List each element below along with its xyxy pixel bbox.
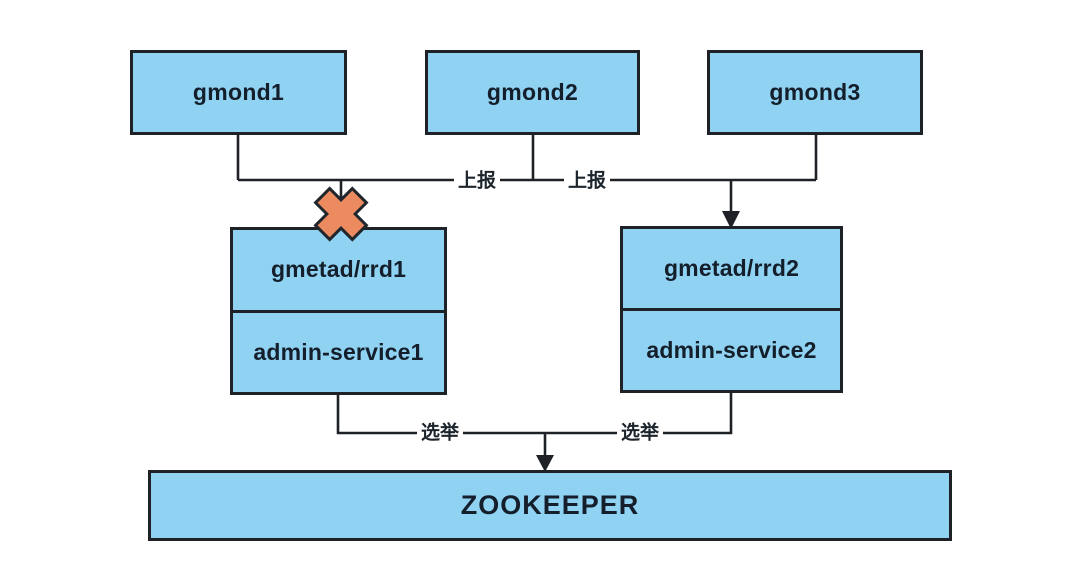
- node-admin-service1: admin-service1: [233, 309, 444, 393]
- node-admin-service2-label: admin-service2: [646, 337, 817, 363]
- edge-admin1-electbus: [336, 395, 545, 435]
- node-gmetad-rrd2-label: gmetad/rrd2: [663, 255, 800, 281]
- node-gmond2: gmond2: [425, 50, 640, 135]
- arrowhead-to-zookeeper: [536, 455, 554, 472]
- node-zookeeper-label: ZOOKEEPER: [460, 490, 640, 520]
- node-gmond3: gmond3: [707, 50, 923, 135]
- node-gmond1-label: gmond1: [192, 79, 285, 105]
- node-admin-service1-label: admin-service1: [253, 338, 424, 365]
- node-gmond1: gmond1: [130, 50, 347, 135]
- node-gmetad-rrd1-label: gmetad/rrd1: [270, 256, 407, 283]
- node-gmond3-label: gmond3: [769, 79, 861, 105]
- edge-label-report-left: 上报: [453, 169, 501, 193]
- edge-admin2-electbus: [545, 393, 733, 435]
- node-gmetad1-stack: gmetad/rrd1 admin-service1: [230, 227, 447, 395]
- edge-label-elect-left: 选举: [416, 421, 464, 445]
- node-admin-service2: admin-service2: [623, 308, 840, 390]
- node-gmetad2-stack: gmetad/rrd2 admin-service2: [620, 226, 843, 393]
- node-zookeeper: ZOOKEEPER: [148, 470, 952, 541]
- node-gmetad-rrd1: gmetad/rrd1: [233, 230, 444, 310]
- node-gmond2-label: gmond2: [486, 79, 579, 105]
- node-gmetad-rrd2: gmetad/rrd2: [623, 229, 840, 308]
- edge-label-report-right: 上报: [563, 169, 611, 193]
- failure-x-mark-icon: [313, 186, 369, 242]
- edge-label-elect-right: 选举: [616, 421, 664, 445]
- arrowhead-to-gmetad2: [722, 211, 740, 229]
